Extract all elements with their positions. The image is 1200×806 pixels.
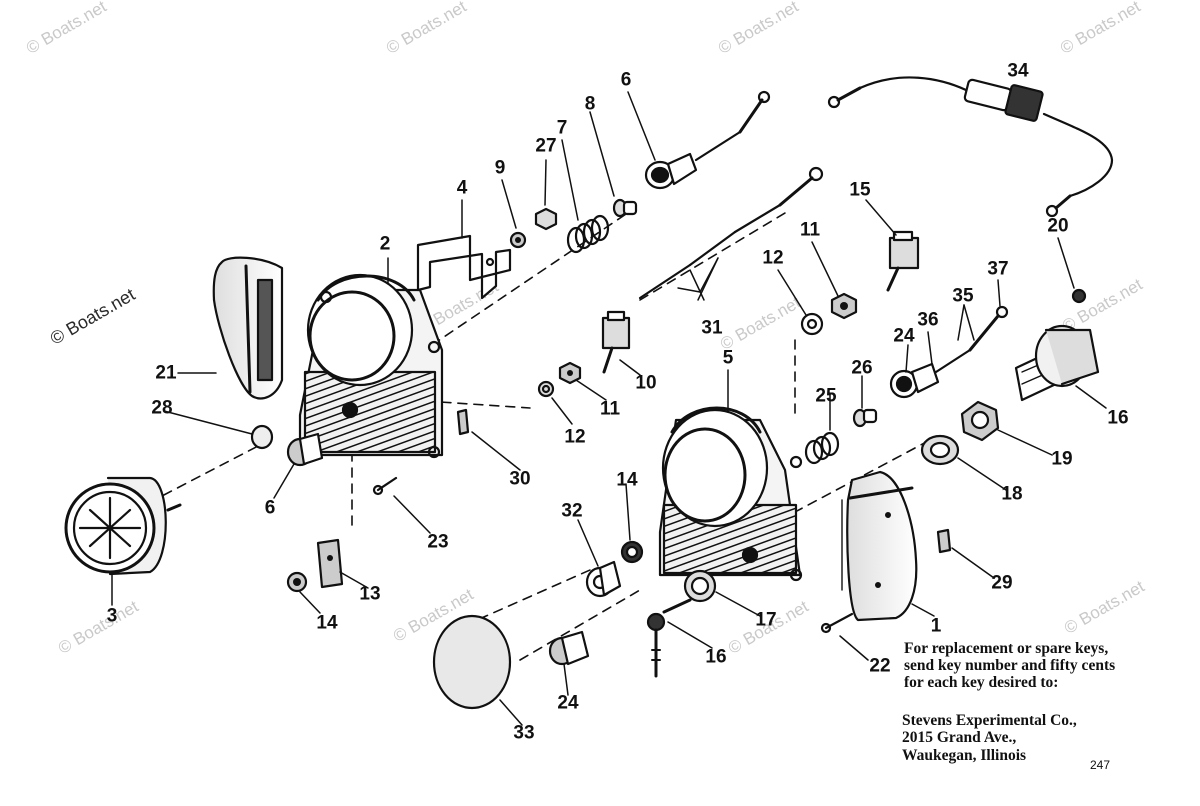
- part-12-washer-upper: [800, 312, 824, 336]
- part-3-gauge: [64, 476, 182, 576]
- callout-27: 27: [535, 135, 557, 157]
- part-17-washer: [683, 569, 717, 603]
- callout-10: 10: [635, 372, 657, 394]
- address-line-2: 2015 Grand Ave.,: [902, 729, 1017, 746]
- part-24-socket-upper: [889, 305, 1009, 399]
- callout-32: 32: [561, 500, 583, 522]
- callout-8: 8: [584, 93, 596, 115]
- callout-6-left: 6: [264, 497, 276, 519]
- part-25-spring: [804, 431, 840, 465]
- callout-5: 5: [722, 347, 734, 369]
- part-14-washer-right: [620, 540, 644, 564]
- callout-2: 2: [379, 233, 391, 255]
- part-21-cover: [212, 256, 284, 400]
- part-29-clip: [936, 528, 952, 554]
- callout-11-upper: 11: [799, 219, 821, 241]
- callout-3: 3: [106, 605, 118, 627]
- part-7-spring: [566, 214, 610, 254]
- callout-23: 23: [427, 531, 449, 553]
- callout-24-lower: 24: [557, 692, 579, 714]
- part-5-housing: [658, 406, 803, 582]
- callout-4: 4: [456, 177, 468, 199]
- part-4-bracket: [416, 234, 512, 300]
- part-13-plate: [316, 538, 344, 589]
- part-14-washer-left: [286, 571, 308, 593]
- part-11-nut: [558, 361, 582, 385]
- part-2-housing: [298, 273, 444, 459]
- part-18-washer: [920, 434, 960, 466]
- part-12-washer: [537, 380, 555, 398]
- callout-37: 37: [987, 258, 1009, 280]
- callout-18: 18: [1001, 483, 1023, 505]
- callout-12-left: 12: [564, 426, 586, 448]
- part-1-cover: [841, 470, 918, 622]
- part-10-toggle-switch: [601, 310, 631, 374]
- part-31-wire: [638, 166, 824, 300]
- part-23-screw: [372, 476, 398, 496]
- callout-34: 34: [1007, 60, 1029, 82]
- callout-33: 33: [513, 722, 535, 744]
- part-33-cap: [432, 614, 512, 710]
- callout-1: 1: [930, 615, 942, 637]
- part-8-bulb: [612, 198, 638, 218]
- part-26-bulb: [852, 408, 878, 428]
- part-19-nut: [960, 400, 1000, 442]
- page-number: 247: [1090, 758, 1111, 772]
- key-note-line-2: send key number and fifty cents: [904, 657, 1116, 674]
- part-22-screw: [820, 612, 854, 634]
- callout-7: 7: [556, 117, 568, 139]
- callout-22: 22: [869, 655, 891, 677]
- address-line-1: Stevens Experimental Co.,: [902, 712, 1077, 729]
- callout-25: 25: [815, 385, 837, 407]
- callout-26: 26: [851, 357, 873, 379]
- part-6-socket-upper: [644, 90, 771, 190]
- callout-14-right: 14: [616, 469, 638, 491]
- key-note-line-3: for each key desired to:: [904, 674, 1059, 691]
- callout-9: 9: [494, 157, 506, 179]
- address-line-3: Waukegan, Illinois: [902, 747, 1027, 764]
- callout-24-upper: 24: [893, 325, 915, 347]
- callout-15: 15: [849, 179, 871, 201]
- callout-12-upper: 12: [762, 247, 784, 269]
- callout-16-switch: 16: [1107, 407, 1129, 429]
- part-27-nut: [534, 207, 558, 231]
- part-16-keys: [646, 598, 692, 678]
- part-11-nut-upper: [830, 292, 858, 320]
- callout-19: 19: [1051, 448, 1073, 470]
- callout-11-left: 11: [599, 398, 621, 420]
- part-32-bushing: [585, 560, 622, 598]
- part-15-toggle-switch: [886, 230, 920, 292]
- callout-36: 36: [917, 309, 939, 331]
- part-34-fuse-holder: [827, 76, 1114, 218]
- callout-35: 35: [952, 285, 974, 307]
- callout-21: 21: [155, 362, 177, 384]
- part-6-socket-left: [286, 432, 324, 467]
- callout-14-left: 14: [316, 612, 338, 634]
- callout-29: 29: [991, 572, 1013, 594]
- part-30-clip: [456, 408, 470, 436]
- part-24-socket-lower: [548, 630, 590, 666]
- part-20-screw: [1071, 288, 1087, 304]
- callout-20: 20: [1047, 215, 1069, 237]
- callout-16-keys: 16: [705, 646, 727, 668]
- callout-31: 31: [701, 317, 723, 339]
- callout-28: 28: [151, 397, 173, 419]
- callout-30: 30: [509, 468, 531, 490]
- key-note-line-1: For replacement or spare keys,: [904, 640, 1109, 657]
- callout-6-upper: 6: [620, 69, 632, 91]
- part-16-ignition-switch: [1014, 324, 1100, 402]
- part-28-lens: [250, 424, 274, 450]
- callout-17: 17: [755, 609, 777, 631]
- callout-13: 13: [359, 583, 381, 605]
- leader-lines: [111, 91, 1107, 726]
